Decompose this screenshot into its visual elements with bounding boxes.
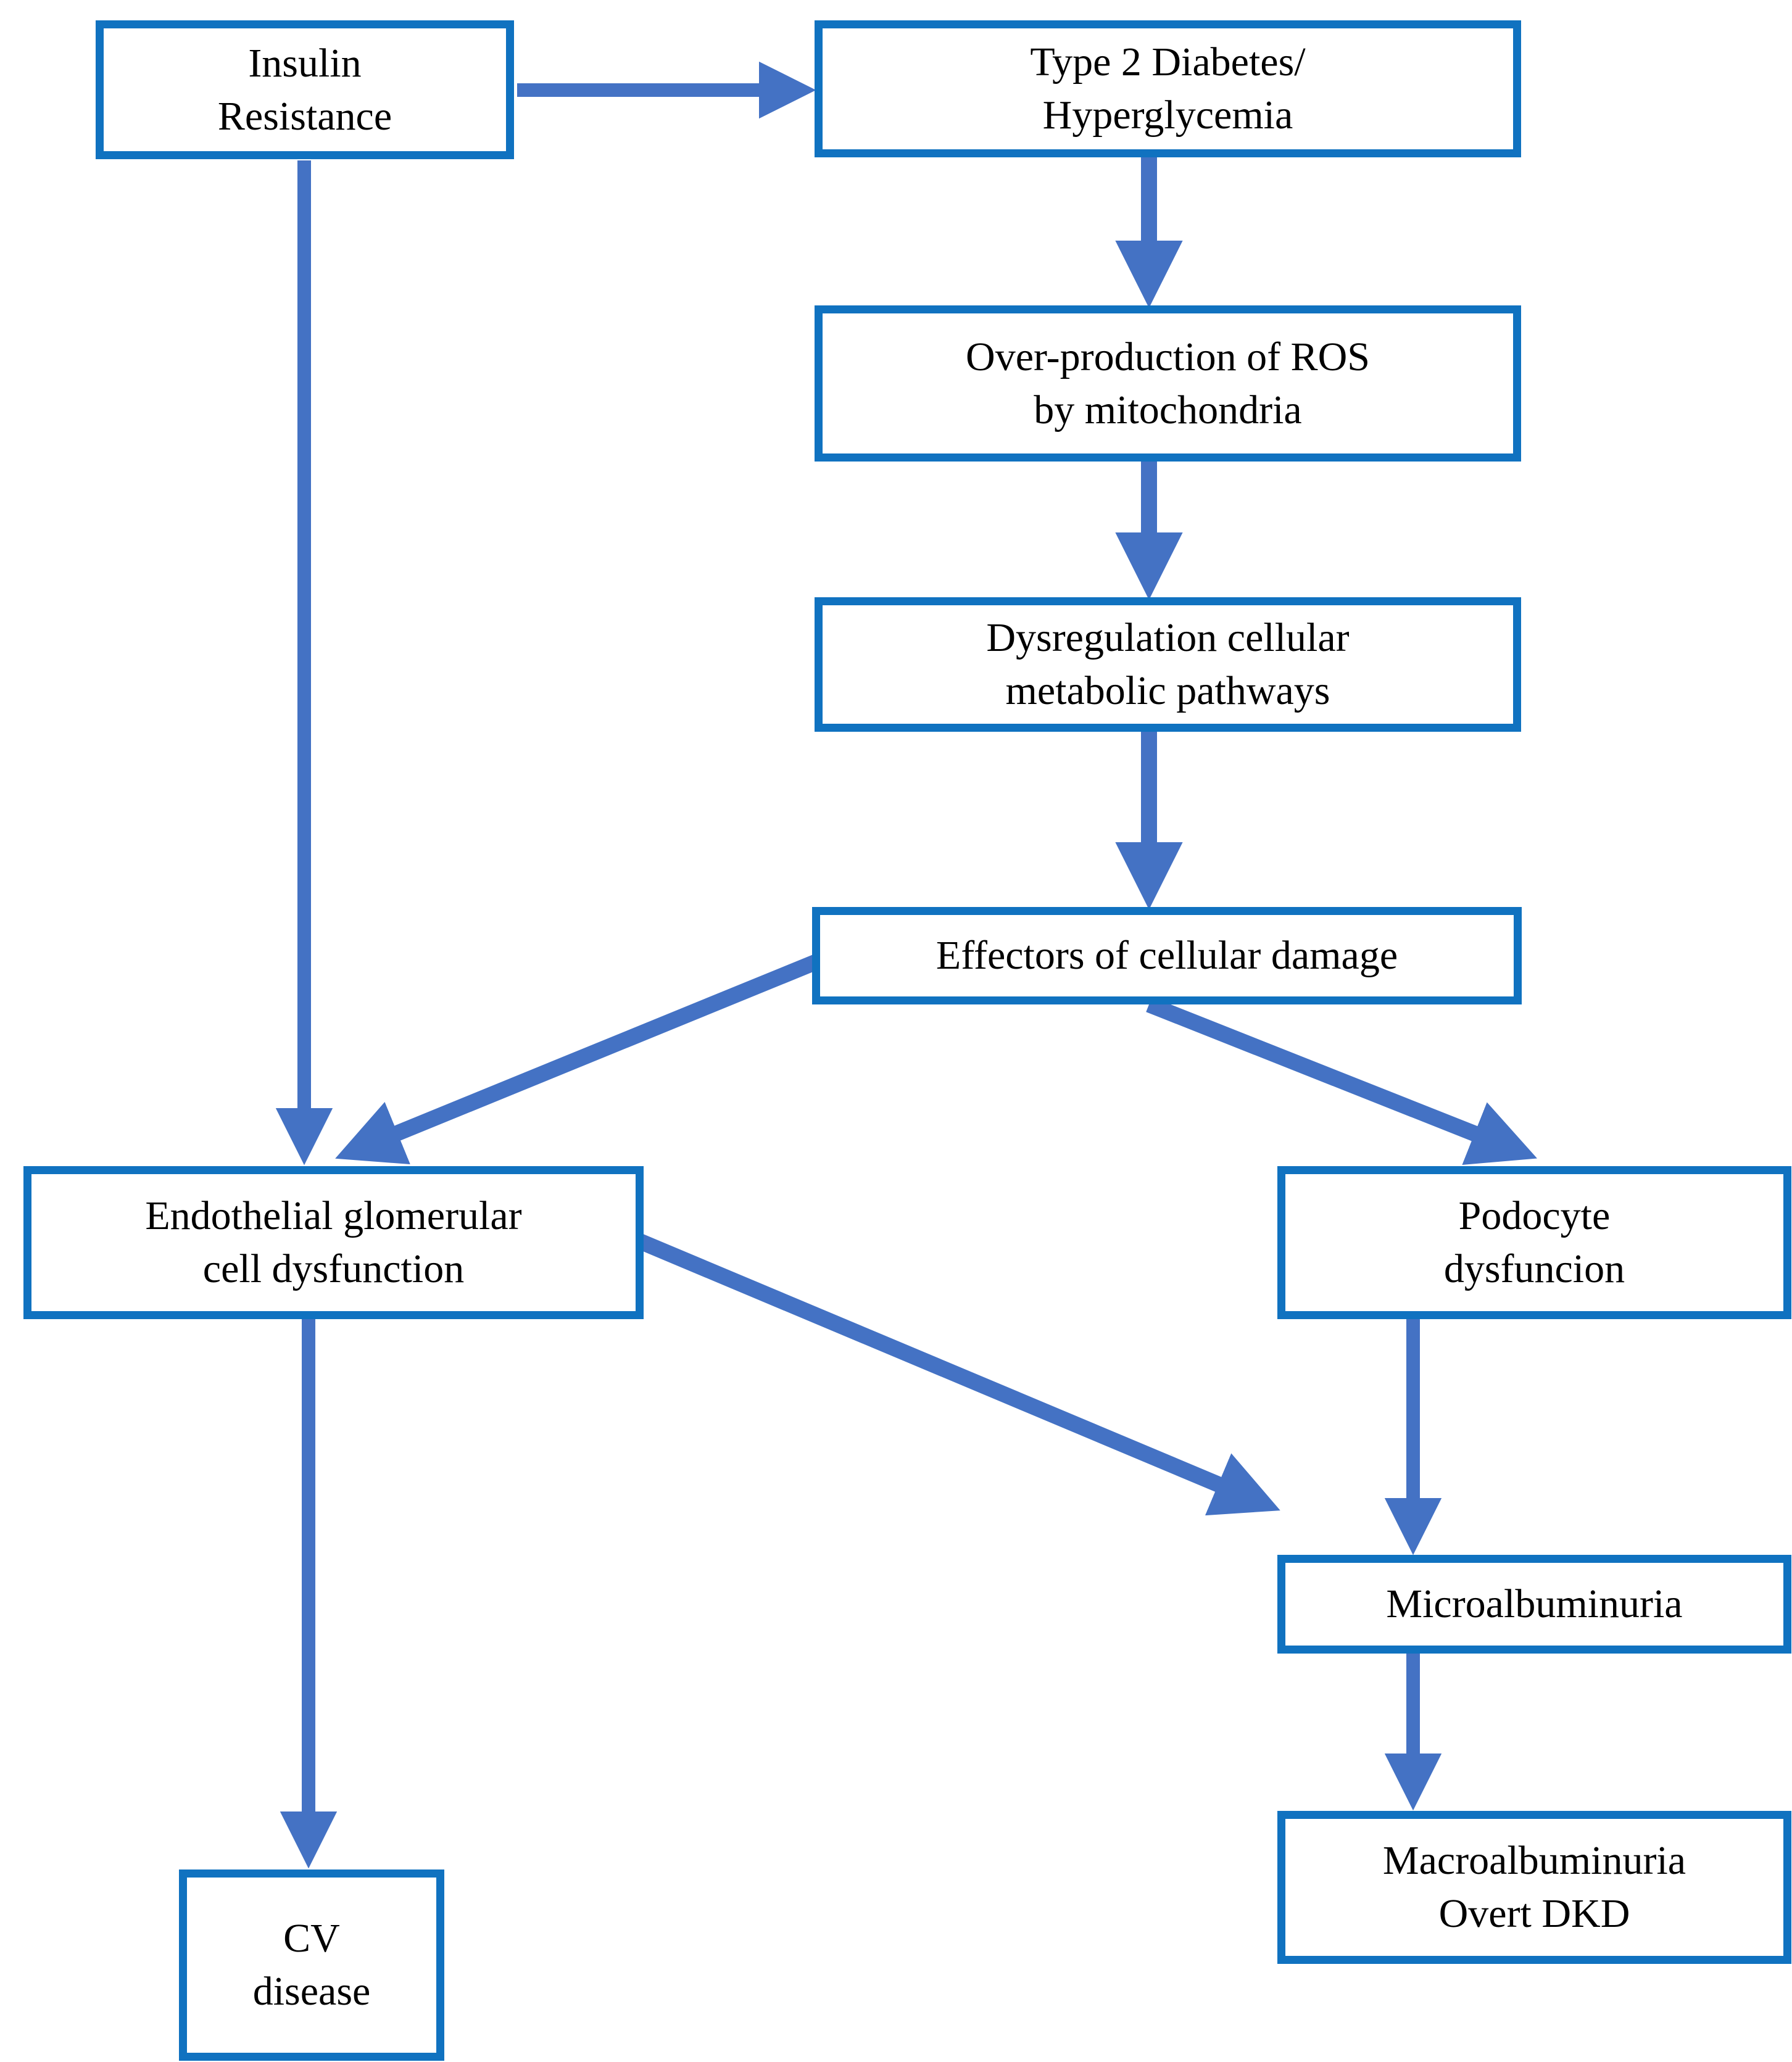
- edge-effectors-to-podocyte: [1146, 996, 1538, 1165]
- node-type2-diabetes[interactable]: Type 2 Diabetes/ Hyperglycemia: [815, 20, 1521, 157]
- node-dysregulation[interactable]: Dysregulation cellular metabolic pathway…: [815, 597, 1521, 732]
- node-macroalbuminuria[interactable]: Macroalbuminuria Overt DKD: [1277, 1811, 1791, 1964]
- node-ros-overproduction[interactable]: Over-production of ROS by mitochondria: [815, 305, 1521, 462]
- edge-effectors-to-endothelial: [335, 952, 824, 1165]
- node-label: Macroalbuminuria Overt DKD: [1382, 1838, 1686, 1936]
- node-insulin-resistance[interactable]: Insulin Resistance: [96, 20, 514, 159]
- node-label: Microalbuminuria: [1386, 1581, 1683, 1627]
- node-label: Over-production of ROS by mitochondria: [966, 334, 1370, 433]
- node-label: Type 2 Diabetes/ Hyperglycemia: [1030, 39, 1306, 138]
- node-endothelial[interactable]: Endothelial glomerular cell dysfunction: [23, 1166, 644, 1319]
- node-label: Dysregulation cellular metabolic pathway…: [986, 615, 1350, 713]
- node-label: Endothelial glomerular cell dysfunction: [145, 1193, 522, 1291]
- node-label: Effectors of cellular damage: [935, 933, 1398, 979]
- node-label: Podocyte dysfuncion: [1443, 1193, 1625, 1291]
- node-effectors[interactable]: Effectors of cellular damage: [812, 907, 1522, 1004]
- edge-endothelial-to-microalbuminuria: [616, 1225, 1280, 1516]
- node-label: Insulin Resistance: [217, 40, 392, 139]
- node-podocyte[interactable]: Podocyte dysfuncion: [1277, 1166, 1791, 1319]
- node-microalbuminuria[interactable]: Microalbuminuria: [1277, 1555, 1791, 1654]
- node-label: CV disease: [252, 1916, 371, 2014]
- node-cv-disease[interactable]: CV disease: [179, 1869, 444, 2061]
